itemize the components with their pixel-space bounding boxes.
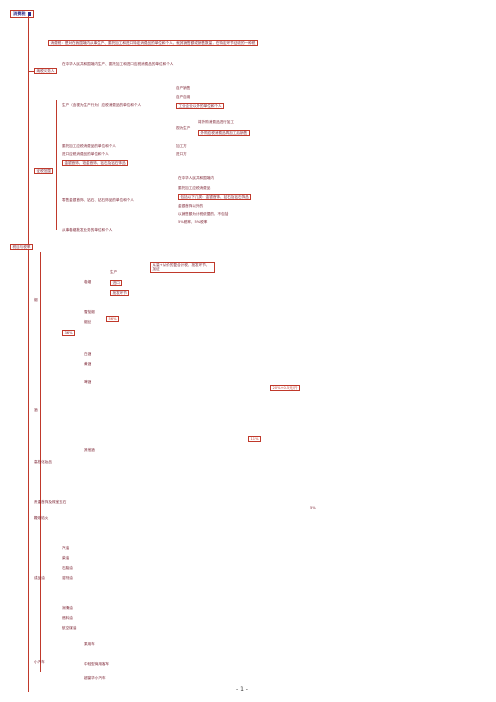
taxpayer-node: 纳税义务人 [34,68,57,75]
taxpayer-p3: 进口应税消费品的单位和个人 [62,152,109,156]
tax-items-node: 税目与税率 [10,244,33,251]
taxpayer-p2: 委托加工应税消费品的单位和个人 [62,144,116,148]
definition-box: 消费税：是对在我国境内从事生产、委托加工和进口特定消费品的单位和个人，就其销售额… [48,40,258,47]
taxpayer-desc: 在中华人民共和国境内生产、委托加工和进口应税消费品的单位和个人 [62,62,174,66]
page-title: 消费税 [10,10,34,18]
scope-node: 征税范围 [34,168,54,175]
taxpayer-p1: 生产（含视为生产行为）应税消费品的单位和个人 [62,103,142,107]
spine [28,16,29,692]
flag-icon [27,12,31,16]
page-number: - 1 - [236,686,248,693]
